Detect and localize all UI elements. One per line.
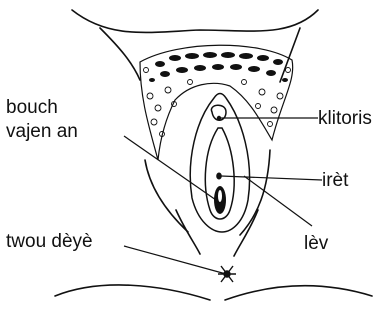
label-clitoris: klitoris [318,108,372,129]
urethra-opening [216,173,222,180]
leader-mouth [124,136,216,200]
label-lips: lèv [304,233,329,254]
label-mouth-line1: bouch [6,97,58,118]
vaginal-opening-inner [218,190,222,202]
leader-urethra [221,176,322,180]
anus-mark [218,266,236,282]
label-mouth-line2: vajen an [6,121,78,142]
leader-anus [124,246,226,274]
pubic-hair-texture [149,52,288,82]
label-anus: twou dèyè [6,231,93,252]
label-urethra: irèt [322,170,349,191]
pubic-hair-curls [144,68,291,137]
